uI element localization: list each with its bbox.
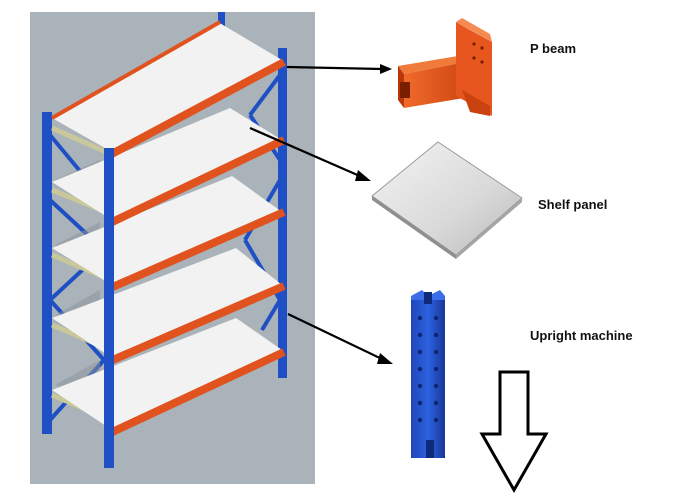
upright-machine-label: Upright machine [530, 328, 633, 343]
back-top-beam [51, 20, 221, 120]
shelf-panel-icon [371, 141, 523, 259]
pointer-arrows [249, 64, 393, 364]
shelf-level-1 [52, 22, 282, 152]
front-beams [106, 58, 286, 438]
front-right-upright [104, 148, 114, 468]
upright-column-icon [411, 290, 445, 458]
p-beam-label: P beam [530, 41, 577, 56]
down-arrow-icon [479, 370, 549, 494]
shelf-panel-label: Shelf panel [538, 197, 608, 212]
front-left-upright [42, 112, 52, 434]
arrow-to-panel [249, 126, 363, 179]
p-beam-icon [398, 18, 492, 116]
arrow-to-beam [286, 65, 383, 71]
arrow-to-upright [287, 313, 385, 361]
shelving-rack [42, 12, 287, 468]
